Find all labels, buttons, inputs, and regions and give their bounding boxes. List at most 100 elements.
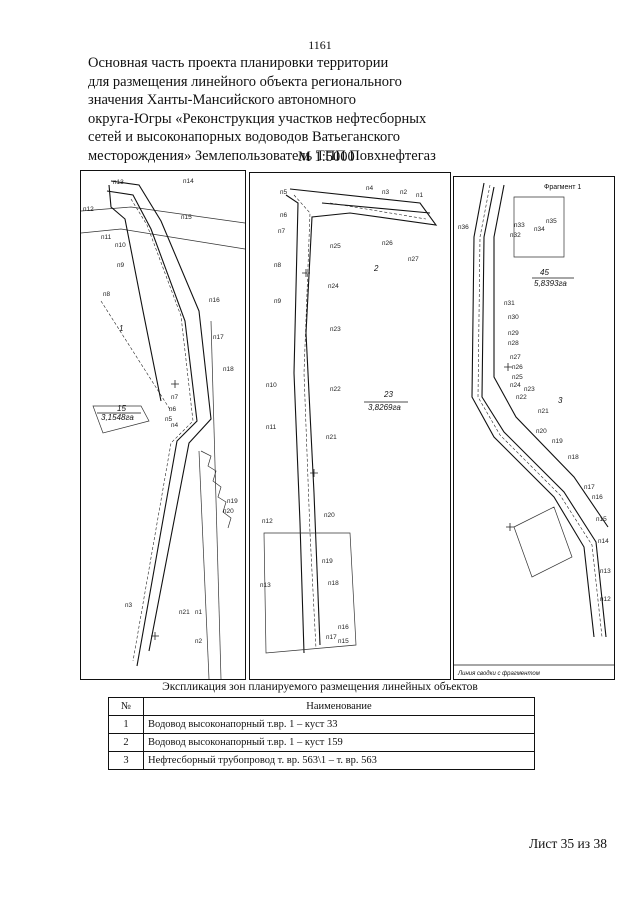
point-label: п15 bbox=[181, 214, 192, 221]
road-outline bbox=[210, 320, 222, 679]
point-label: п12 bbox=[600, 596, 611, 603]
zone-number-label: 15 bbox=[117, 404, 126, 413]
point-label: п25 bbox=[512, 374, 523, 381]
point-label: п5 bbox=[280, 189, 288, 196]
building-outline bbox=[513, 506, 573, 578]
table-header-row: № Наименование bbox=[108, 697, 535, 716]
building-outline bbox=[92, 405, 150, 434]
zone-area-label: 3,1548га bbox=[101, 413, 134, 422]
row-number: 2 bbox=[108, 733, 144, 752]
point-label: п1 bbox=[416, 192, 424, 199]
title-line-1: Основная часть проекта планировки террит… bbox=[88, 55, 389, 71]
pipeline-route bbox=[293, 194, 317, 650]
point-label: п26 bbox=[512, 364, 523, 371]
point-label: п16 bbox=[592, 494, 603, 501]
grid-cross bbox=[504, 363, 512, 371]
point-label: п4 bbox=[366, 185, 374, 192]
grid-cross bbox=[506, 523, 514, 531]
point-label: п24 bbox=[328, 283, 339, 290]
map-panel-2: п5 п4 п3 п2 п1 п6 п7 п8 п9 п10 п11 п12 п… bbox=[249, 172, 451, 680]
point-label: п22 bbox=[330, 386, 341, 393]
point-label: п12 bbox=[262, 518, 273, 525]
point-label: п11 bbox=[101, 234, 112, 241]
map-panel-1-drawing: п13 п14 п12 п15 п11 п10 п9 п8 п16 п17 п1… bbox=[81, 178, 245, 679]
zone-number-label: 23 bbox=[383, 390, 393, 399]
title-line-3: значения Ханты-Мансийского автономного bbox=[88, 92, 357, 109]
title-line-4: округа-Югры «Реконструкция участков нефт… bbox=[88, 110, 427, 127]
corridor-boundary bbox=[493, 184, 609, 528]
pipeline-route bbox=[477, 184, 603, 638]
point-label: п10 bbox=[266, 382, 277, 389]
point-label: п13 bbox=[113, 179, 124, 186]
point-label: п27 bbox=[408, 256, 419, 263]
road-outline bbox=[81, 206, 245, 224]
site-outline bbox=[513, 196, 565, 258]
point-label: п6 bbox=[280, 212, 288, 219]
map-panel-3: Фрагмент 1 п36 п35 п34 п33 п32 п31 п30 п… bbox=[453, 176, 615, 680]
joint-label: Линия сводки с фрагментом bbox=[457, 671, 540, 677]
point-label: п27 bbox=[510, 354, 521, 361]
point-label: п16 bbox=[338, 624, 349, 631]
zone-area-label: 3,8269га bbox=[368, 403, 401, 412]
road-outline bbox=[81, 228, 245, 250]
point-label: п1 bbox=[195, 609, 203, 616]
point-label: п28 bbox=[508, 340, 519, 347]
point-label: п13 bbox=[260, 582, 271, 589]
point-label: п8 bbox=[274, 262, 282, 269]
grid-cross bbox=[310, 469, 318, 477]
explication-table: № Наименование 1 Водовод высоконапорный … bbox=[108, 697, 535, 770]
point-label: п10 bbox=[115, 242, 126, 249]
point-label: п14 bbox=[183, 178, 194, 185]
point-label: п35 bbox=[546, 218, 557, 225]
corridor-boundary bbox=[471, 182, 595, 638]
point-label: п19 bbox=[322, 558, 333, 565]
object-number-label: 2 bbox=[373, 264, 379, 273]
table-row: 2 Водовод высоконапорный т.вр. 1 – куст … bbox=[108, 733, 535, 752]
point-label: п18 bbox=[223, 366, 234, 373]
point-label: п24 bbox=[510, 382, 521, 389]
header-number: № bbox=[108, 697, 144, 716]
table-row: 3 Нефтесборный трубопровод т. вр. 563\1 … bbox=[108, 751, 535, 770]
point-label: п9 bbox=[274, 298, 282, 305]
point-label: п17 bbox=[213, 334, 224, 341]
point-label: п20 bbox=[536, 428, 547, 435]
point-label: п23 bbox=[524, 386, 535, 393]
title-line-2: для размещения линейного объекта региона… bbox=[88, 73, 402, 90]
page-number: 1161 bbox=[308, 38, 332, 52]
zone-area-label: 5,8393га bbox=[534, 279, 567, 288]
point-label: п18 bbox=[328, 580, 339, 587]
point-label: п7 bbox=[171, 394, 179, 401]
pipeline-route bbox=[329, 202, 427, 220]
zone-number-label: 45 bbox=[540, 268, 549, 277]
point-label: п23 bbox=[330, 326, 341, 333]
point-label: п17 bbox=[584, 484, 595, 491]
pipeline-route bbox=[130, 198, 194, 662]
point-label: п7 bbox=[278, 228, 286, 235]
road-outline bbox=[198, 450, 210, 679]
row-number: 3 bbox=[108, 751, 144, 770]
map-panel-2-drawing: п5 п4 п3 п2 п1 п6 п7 п8 п9 п10 п11 п12 п… bbox=[260, 185, 438, 654]
row-number: 1 bbox=[108, 715, 144, 734]
point-label: п31 bbox=[504, 300, 515, 307]
point-label: п21 bbox=[326, 434, 337, 441]
point-label: п5 bbox=[165, 416, 173, 423]
corridor-boundary bbox=[106, 190, 198, 667]
corridor-boundary bbox=[110, 180, 212, 652]
point-label: п12 bbox=[83, 206, 94, 213]
point-label: п17 bbox=[326, 634, 337, 641]
point-label: п8 bbox=[103, 291, 111, 298]
point-label: п14 bbox=[598, 538, 609, 545]
point-label: п15 bbox=[338, 638, 349, 645]
point-label: п4 bbox=[171, 422, 179, 429]
grid-cross bbox=[171, 380, 179, 388]
point-label: п34 bbox=[534, 226, 545, 233]
point-label: п21 bbox=[538, 408, 549, 415]
point-label: п20 bbox=[223, 508, 234, 515]
title-line-6: месторождения» Землепользователь ТПП Пов… bbox=[88, 147, 436, 164]
table-row: 1 Водовод высоконапорный т.вр. 1 – куст … bbox=[108, 715, 535, 734]
map-panel-1: п13 п14 п12 п15 п11 п10 п9 п8 п16 п17 п1… bbox=[80, 170, 246, 680]
object-number-label: 1 bbox=[119, 324, 123, 333]
corridor-boundary bbox=[289, 188, 438, 646]
point-label: п32 bbox=[510, 232, 521, 239]
corridor-boundary bbox=[481, 186, 607, 638]
